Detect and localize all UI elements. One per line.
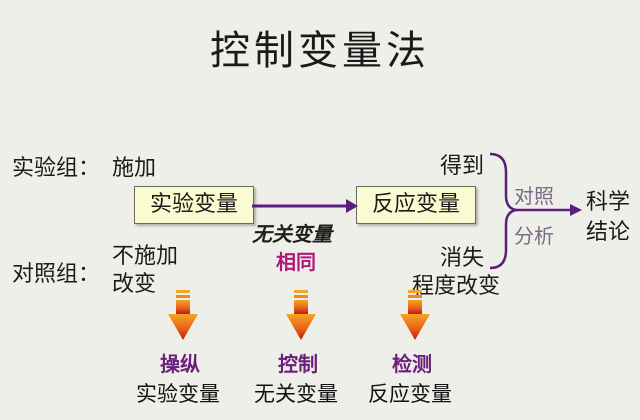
operation-verb-detect: 检测	[392, 352, 432, 376]
operation-object-irrelevant: 无关变量	[254, 382, 338, 406]
down-arrow-manipulate	[168, 290, 198, 340]
compare-label: 对照	[514, 184, 554, 208]
degree-change-label: 程度改变	[412, 274, 501, 299]
irrelevant-variable-label: 无关变量	[252, 222, 332, 246]
independent-variable-box: 实验变量	[134, 186, 254, 224]
obtain-label: 得到	[440, 154, 485, 179]
response-variable-box: 反应变量	[356, 186, 476, 224]
conclusion-label: 结论	[586, 220, 631, 245]
page-title: 控制变量法	[210, 28, 430, 74]
change-label: 改变	[112, 272, 157, 297]
operation-object-independent: 实验变量	[136, 382, 220, 406]
cause-effect-arrow	[252, 199, 358, 213]
operation-verb-control: 控制	[278, 352, 318, 376]
apply-label: 施加	[112, 156, 157, 181]
analyze-label: 分析	[514, 224, 554, 248]
experimental-group-label: 实验组：	[12, 156, 101, 181]
no-apply-label: 不施加	[112, 244, 179, 269]
disappear-label: 消失	[440, 246, 485, 271]
down-arrow-detect	[400, 290, 430, 340]
same-label: 相同	[276, 250, 316, 274]
analysis-arrow	[512, 204, 582, 216]
down-arrow-control	[286, 290, 316, 340]
operation-verb-manipulate: 操纵	[160, 352, 200, 376]
operation-object-response: 反应变量	[368, 382, 452, 406]
science-label: 科学	[586, 190, 631, 215]
control-group-label: 对照组：	[12, 262, 101, 287]
